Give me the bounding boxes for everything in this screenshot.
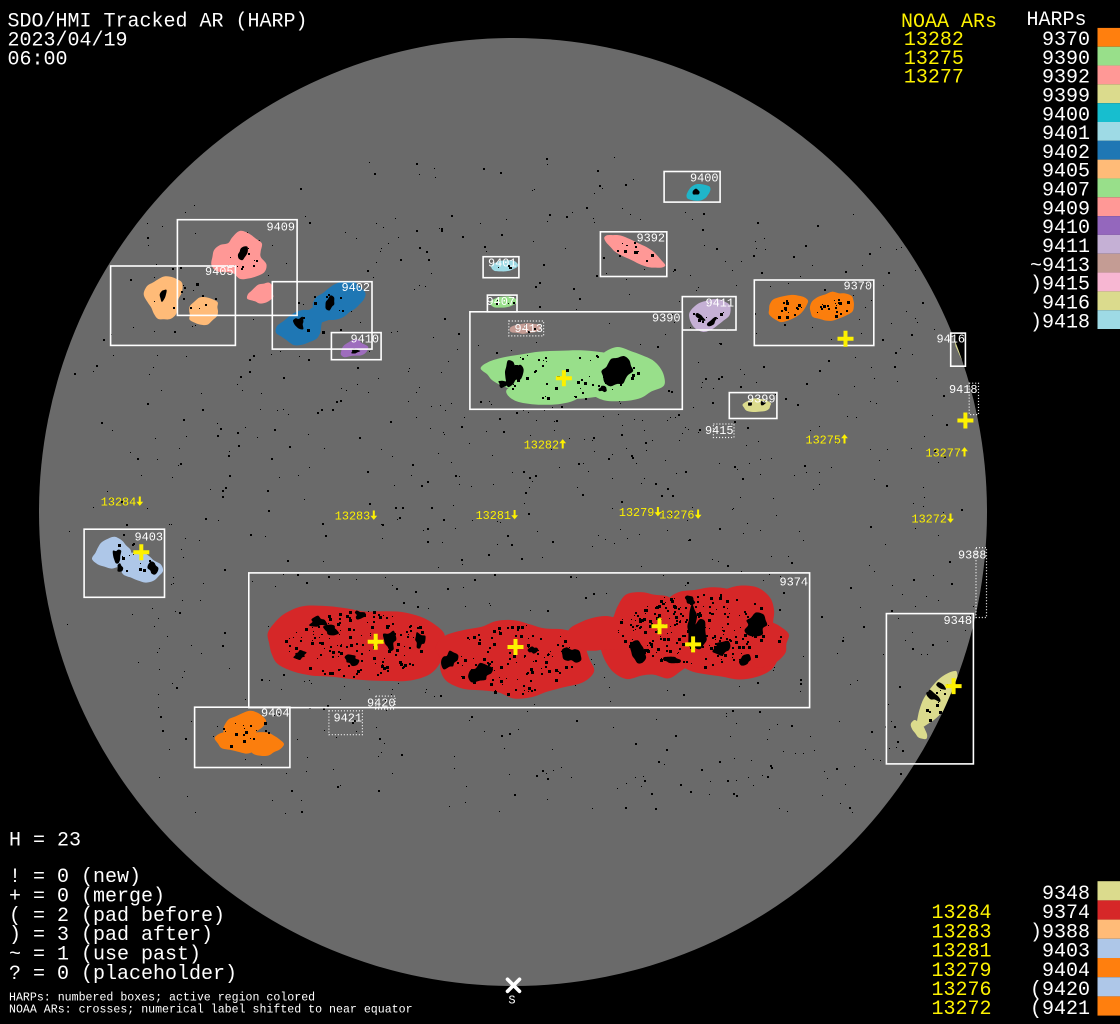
svg-text:9390: 9390 — [652, 312, 681, 326]
svg-text:9403: 9403 — [1042, 941, 1090, 964]
svg-text:~ = 1 (use past): ~ = 1 (use past) — [9, 944, 201, 967]
svg-text:9388: 9388 — [958, 549, 987, 563]
svg-text:9421: 9421 — [333, 712, 362, 726]
svg-text:9411: 9411 — [705, 297, 734, 311]
svg-text:9370: 9370 — [1042, 29, 1090, 52]
svg-text:( = 2 (pad before): ( = 2 (pad before) — [9, 905, 225, 928]
svg-text:13284: 13284 — [101, 496, 136, 510]
svg-text:13283: 13283 — [931, 921, 991, 944]
svg-text:13275: 13275 — [806, 434, 841, 448]
svg-text:9392: 9392 — [1042, 67, 1090, 90]
svg-text:9404: 9404 — [261, 707, 290, 721]
svg-text:S: S — [508, 994, 515, 1008]
svg-text:HARPs: HARPs — [1026, 9, 1086, 32]
svg-text:13282: 13282 — [524, 439, 559, 453]
svg-text:9416: 9416 — [1042, 293, 1090, 316]
svg-text:2023/04/19: 2023/04/19 — [8, 30, 128, 53]
svg-text:SDO/HMI Tracked AR (HARP): SDO/HMI Tracked AR (HARP) — [8, 11, 308, 34]
svg-text:)9415: )9415 — [1030, 274, 1090, 297]
svg-text:(9420: (9420 — [1030, 979, 1090, 1002]
svg-text:9405: 9405 — [1042, 161, 1090, 184]
svg-text:9348: 9348 — [1042, 883, 1090, 906]
svg-text:13284: 13284 — [931, 902, 991, 925]
svg-text:9401: 9401 — [488, 257, 517, 271]
svg-text:9409: 9409 — [1042, 198, 1090, 221]
svg-text:9402: 9402 — [1042, 142, 1090, 165]
svg-text:+ = 0 (merge): + = 0 (merge) — [9, 885, 165, 908]
svg-text:13277: 13277 — [926, 447, 961, 461]
svg-text:NOAA ARs: NOAA ARs — [901, 11, 997, 34]
svg-text:13272: 13272 — [931, 998, 991, 1021]
svg-text:9407: 9407 — [1042, 180, 1090, 203]
svg-text:13275: 13275 — [904, 48, 964, 71]
svg-text:9413: 9413 — [514, 322, 543, 336]
svg-text:! = 0 (new): ! = 0 (new) — [9, 866, 141, 889]
svg-text:9399: 9399 — [1042, 86, 1090, 109]
svg-text:9400: 9400 — [1042, 104, 1090, 127]
svg-text:13279: 13279 — [931, 960, 991, 983]
svg-text:9404: 9404 — [1042, 960, 1090, 983]
svg-text:9370: 9370 — [843, 280, 872, 294]
svg-text:9416: 9416 — [936, 333, 965, 347]
svg-text:13277: 13277 — [904, 67, 964, 90]
svg-text:9410: 9410 — [350, 333, 379, 347]
svg-text:)9418: )9418 — [1030, 311, 1090, 334]
svg-text:9348: 9348 — [943, 614, 972, 628]
svg-text:13276: 13276 — [659, 509, 694, 523]
svg-text:9400: 9400 — [690, 172, 719, 186]
svg-text:9390: 9390 — [1042, 48, 1090, 71]
svg-text:9410: 9410 — [1042, 217, 1090, 240]
svg-text:9401: 9401 — [1042, 123, 1090, 146]
svg-text:9409: 9409 — [266, 221, 295, 235]
svg-text:9405: 9405 — [205, 265, 234, 279]
svg-text:13281: 13281 — [476, 509, 511, 523]
svg-text:9399: 9399 — [747, 393, 776, 407]
svg-text:9392: 9392 — [636, 232, 665, 246]
svg-text:9407: 9407 — [486, 295, 515, 309]
svg-text:9418: 9418 — [949, 383, 978, 397]
svg-text:9402: 9402 — [341, 281, 370, 295]
svg-text:(9421: (9421 — [1030, 998, 1090, 1021]
svg-text:)9388: )9388 — [1030, 921, 1090, 944]
svg-text:13276: 13276 — [931, 979, 991, 1002]
svg-text:HARPs: numbered boxes; active: HARPs: numbered boxes; active region col… — [9, 992, 315, 1005]
svg-text:9411: 9411 — [1042, 236, 1090, 259]
svg-text:06:00: 06:00 — [8, 49, 68, 72]
svg-text:NOAA ARs: crosses; numerical l: NOAA ARs: crosses; numerical label shift… — [9, 1003, 413, 1016]
svg-text:13279: 13279 — [619, 506, 654, 520]
svg-text:? = 0 (placeholder): ? = 0 (placeholder) — [9, 963, 237, 986]
svg-text:9420: 9420 — [367, 697, 396, 711]
svg-text:13283: 13283 — [335, 510, 370, 524]
svg-text:~9413: ~9413 — [1030, 255, 1090, 278]
svg-text:13282: 13282 — [904, 29, 964, 52]
svg-text:9374: 9374 — [1042, 902, 1090, 925]
svg-text:13272: 13272 — [912, 513, 947, 527]
svg-text:H = 23: H = 23 — [9, 830, 81, 853]
svg-text:) = 3 (pad after): ) = 3 (pad after) — [9, 924, 213, 947]
svg-text:13281: 13281 — [931, 941, 991, 964]
svg-text:9403: 9403 — [134, 531, 163, 545]
svg-text:9415: 9415 — [705, 424, 734, 438]
svg-text:9374: 9374 — [779, 576, 808, 590]
